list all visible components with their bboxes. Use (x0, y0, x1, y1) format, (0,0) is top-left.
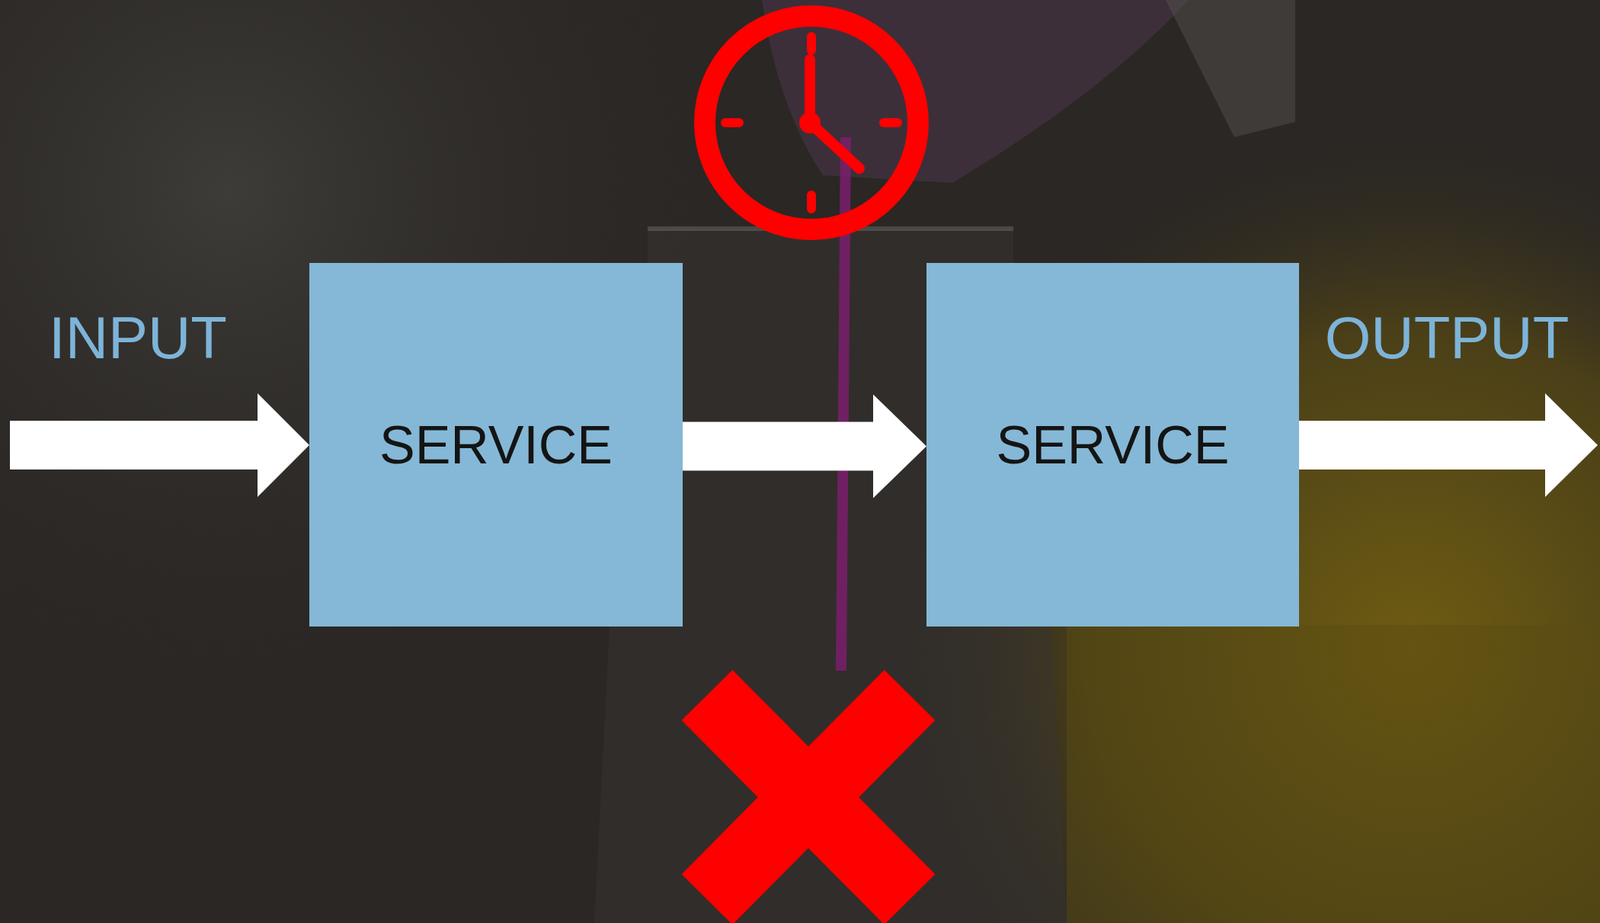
process-box: SERVICE (309, 262, 683, 627)
clock-icon (704, 16, 919, 230)
flow-arrow (678, 394, 927, 499)
output-arrow (1299, 393, 1598, 497)
flow-label: INPUT (48, 307, 228, 368)
box-label: SERVICE (379, 418, 613, 472)
flow-label: OUTPUT (1324, 307, 1570, 368)
box-label: SERVICE (995, 418, 1229, 472)
process-box: SERVICE (926, 262, 1300, 627)
input-arrow (9, 393, 310, 497)
cross-icon (707, 694, 910, 900)
